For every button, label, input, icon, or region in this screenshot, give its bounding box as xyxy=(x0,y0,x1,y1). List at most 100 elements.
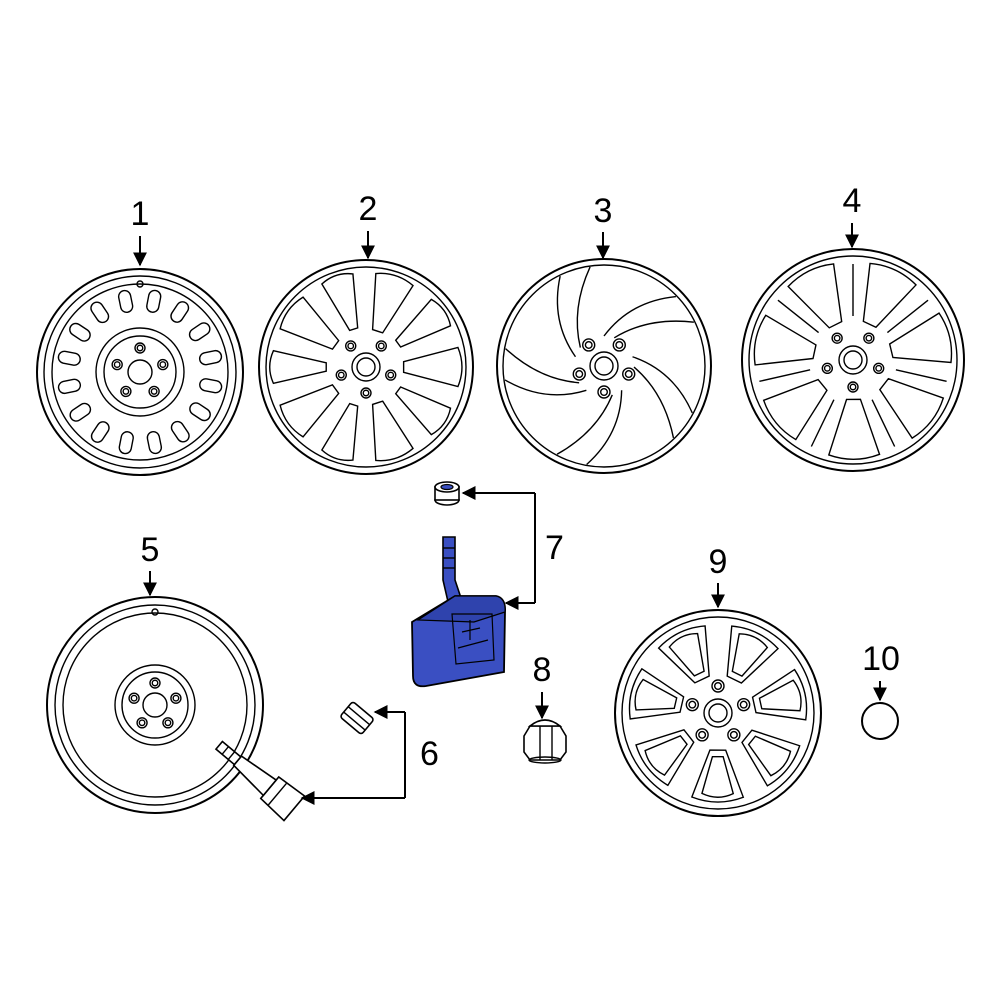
spoke-window xyxy=(371,400,414,462)
lug-hole-inner xyxy=(849,383,857,391)
lug-hole-inner xyxy=(164,719,172,727)
spoke-window xyxy=(827,398,881,461)
callout-4: 4 xyxy=(843,182,862,220)
lug-hole-inner xyxy=(122,387,130,395)
lug-hole xyxy=(335,369,347,381)
wheel-vent-slot xyxy=(198,349,223,366)
wheel-vent-slot xyxy=(170,301,190,323)
spoke-window xyxy=(741,729,801,787)
lug-hole xyxy=(597,385,611,399)
lug-hole-inner xyxy=(688,700,697,709)
lug-hole xyxy=(149,677,161,689)
part-4-alloy-wheel[interactable] xyxy=(741,248,965,472)
spoke-window xyxy=(394,298,452,348)
lug-hole-inner xyxy=(362,389,370,397)
wheel-vent-slot xyxy=(189,402,211,422)
spoke-split-line xyxy=(777,299,820,334)
spoke-window xyxy=(628,667,685,720)
spoke-window xyxy=(402,346,463,388)
lug-hole-inner xyxy=(347,342,355,350)
part-8-lug-nut[interactable] xyxy=(523,719,567,764)
lug-hole-inner xyxy=(150,387,158,395)
callout-3: 3 xyxy=(594,192,613,230)
lug-hole-inner xyxy=(875,364,883,372)
lug-hole xyxy=(385,369,397,381)
lug-hole-inner xyxy=(823,364,831,372)
spoke-window xyxy=(371,272,414,334)
spoke-window xyxy=(657,625,710,684)
callout-10: 10 xyxy=(862,640,900,678)
spoke-window xyxy=(690,749,745,803)
lug-hole xyxy=(622,367,636,381)
spoke-window-inner xyxy=(701,755,735,798)
spoke-window-inner xyxy=(634,678,678,711)
callout-9: 9 xyxy=(709,543,728,581)
lug-hole xyxy=(162,717,174,729)
part-5-spare-wheel[interactable] xyxy=(46,596,264,814)
lug-hole xyxy=(148,385,160,398)
lug-hole xyxy=(134,342,146,354)
lug-hole xyxy=(136,717,148,729)
callout-8: 8 xyxy=(533,651,552,689)
lug-hole-inner xyxy=(575,370,584,379)
lug-hole xyxy=(120,385,132,398)
lug-hole xyxy=(360,387,372,399)
lug-hole xyxy=(711,679,725,693)
lug-hole xyxy=(736,697,751,712)
spoke-split-line xyxy=(871,399,896,447)
callout-5: 5 xyxy=(141,531,160,569)
part-10-center-cap[interactable] xyxy=(861,702,899,740)
wheel-vent-slot xyxy=(69,322,91,342)
lug-hole xyxy=(170,692,182,704)
wheel-vent-slot xyxy=(170,420,190,443)
callout-1: 1 xyxy=(131,195,150,233)
spoke-window-inner xyxy=(758,679,802,712)
wheel-vent-slot xyxy=(57,378,82,395)
spoke-window xyxy=(753,314,817,366)
spoke-window xyxy=(635,729,695,787)
spoke-split-line xyxy=(895,369,947,383)
part-7-tpms-nut[interactable] xyxy=(434,481,460,506)
lug-hole xyxy=(863,332,875,344)
spoke-window xyxy=(279,296,340,351)
part-2-alloy-wheel[interactable] xyxy=(258,259,474,475)
wheel-vent-slot xyxy=(69,402,92,422)
lug-hole-inner xyxy=(739,700,748,709)
callout-7: 7 xyxy=(545,529,564,567)
lug-hole-inner xyxy=(615,340,624,349)
lug-hole-inner xyxy=(159,361,167,369)
lug-hole-inner xyxy=(377,342,385,350)
lug-hole-inner xyxy=(833,334,841,342)
lug-hole-inner xyxy=(729,730,738,739)
wheel-vent-slot xyxy=(146,289,162,313)
spoke-window xyxy=(320,272,359,332)
wheel-vent-slot xyxy=(146,430,163,455)
callout-6: 6 xyxy=(420,735,439,773)
swirl-spoke-edge xyxy=(576,266,591,348)
wheel-vent-slot xyxy=(90,301,110,324)
wheel-vent-slot xyxy=(90,421,110,443)
wheel-vent-slot xyxy=(188,322,211,342)
part-9-alloy-wheel[interactable] xyxy=(614,609,822,817)
part-6-valve-stem[interactable] xyxy=(209,733,306,822)
wheel-vent-slot xyxy=(199,378,223,394)
part-7-tpms-sensor[interactable] xyxy=(411,536,506,688)
lug-hole-inner xyxy=(113,361,121,369)
lug-hole xyxy=(821,362,834,375)
spoke-window xyxy=(394,386,452,436)
part-3-alloy-wheel[interactable] xyxy=(496,258,712,474)
lug-hole-inner xyxy=(584,340,593,349)
spoke-window xyxy=(726,625,780,684)
part-6-valve-cap[interactable] xyxy=(340,701,374,735)
swirl-spoke-edge xyxy=(505,348,580,384)
spoke-window xyxy=(878,377,945,440)
spoke-window xyxy=(279,383,340,438)
lug-hole xyxy=(727,728,741,742)
spoke-split-line xyxy=(810,399,835,447)
lug-hole-inner xyxy=(865,334,873,342)
lug-hole-inner xyxy=(714,682,723,691)
lug-hole xyxy=(695,728,709,742)
part-1-steel-wheel[interactable] xyxy=(36,268,244,476)
spoke-window xyxy=(320,402,359,462)
